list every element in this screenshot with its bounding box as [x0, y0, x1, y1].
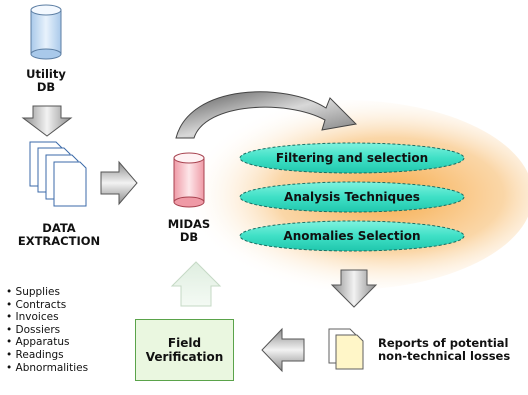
arrow-right-icon [100, 160, 138, 206]
list-item: Invoices [6, 311, 88, 324]
utility-db-label-line2: DB [36, 80, 56, 94]
data-extraction-label-line1: DATA [42, 221, 76, 235]
utility-db-label-line1: Utility [26, 67, 66, 81]
reports-icon [328, 328, 364, 370]
step-filtering: Filtering and selection [275, 151, 429, 165]
field-verification-label: Field Verification [146, 336, 224, 364]
arrow-up-icon [170, 261, 222, 307]
arrow-down-reports-icon [330, 269, 378, 308]
data-items-list: Supplies Contracts Invoices Dossiers App… [6, 286, 89, 375]
oval-anomalies [239, 220, 465, 252]
step-analysis: Analysis Techniques [284, 190, 420, 204]
documents-icon [29, 141, 87, 207]
list-item: Abnormalities [6, 362, 89, 375]
list-item: Readings [6, 349, 88, 362]
step-anomalies: Anomalies Selection [283, 229, 421, 243]
field-verification-line2: Verification [145, 350, 224, 364]
reports-label-line2: non-technical losses [378, 349, 511, 363]
list-item: Apparatus [6, 336, 88, 349]
utility-db-label: Utility DB [16, 68, 76, 94]
midas-db-icon [173, 152, 205, 208]
arrow-down-icon [21, 105, 73, 137]
data-extraction-label: DATA EXTRACTION [4, 222, 114, 248]
reports-label-line1: Reports of potential [378, 336, 509, 350]
curved-arrow-icon [175, 91, 358, 139]
arrow-left-icon [261, 327, 305, 373]
oval-filtering [239, 142, 465, 174]
utility-db-icon [30, 4, 62, 60]
data-extraction-label-line2: EXTRACTION [17, 234, 101, 248]
list-item: Contracts [6, 299, 88, 312]
list-item: Supplies [6, 286, 88, 299]
field-verification-line1: Field [167, 336, 202, 350]
list-item: Dossiers [6, 324, 88, 337]
field-verification-box: Field Verification [135, 319, 234, 381]
midas-db-label-line1: MIDAS [167, 217, 211, 231]
oval-analysis [239, 181, 465, 213]
reports-label: Reports of potential non-technical losse… [378, 337, 524, 363]
midas-db-label: MIDAS DB [159, 218, 219, 244]
midas-db-label-line2: DB [179, 230, 199, 244]
